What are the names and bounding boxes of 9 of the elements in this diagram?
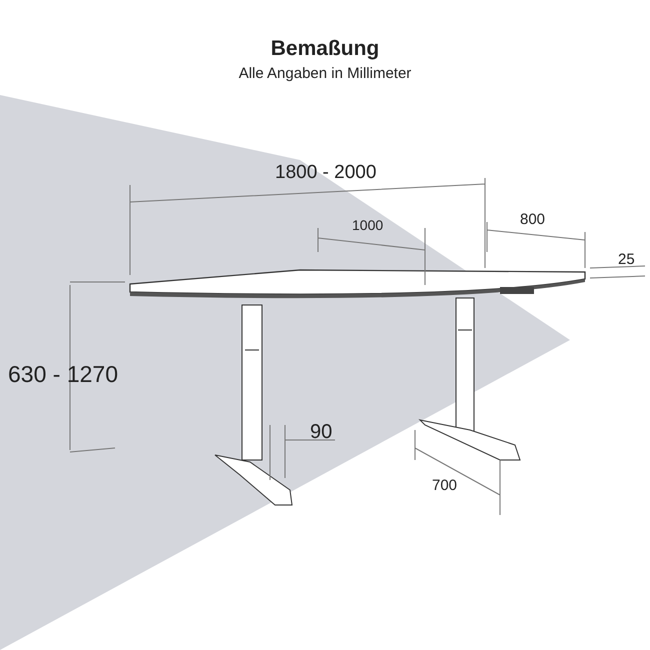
dimension-label: 700 xyxy=(432,478,458,493)
heading: Bemaßung xyxy=(270,38,380,59)
subtitle: Alle Angaben in Millimeter xyxy=(238,66,412,81)
dimension-label: 25 xyxy=(618,252,635,267)
dimension-label: 800 xyxy=(520,212,546,227)
dimension-label: 90 xyxy=(310,422,332,442)
dimension-label: 1000 xyxy=(352,218,384,232)
dimension-label: 1800 - 2000 xyxy=(275,163,376,182)
dimension-label: 630 - 1270 xyxy=(8,363,118,386)
